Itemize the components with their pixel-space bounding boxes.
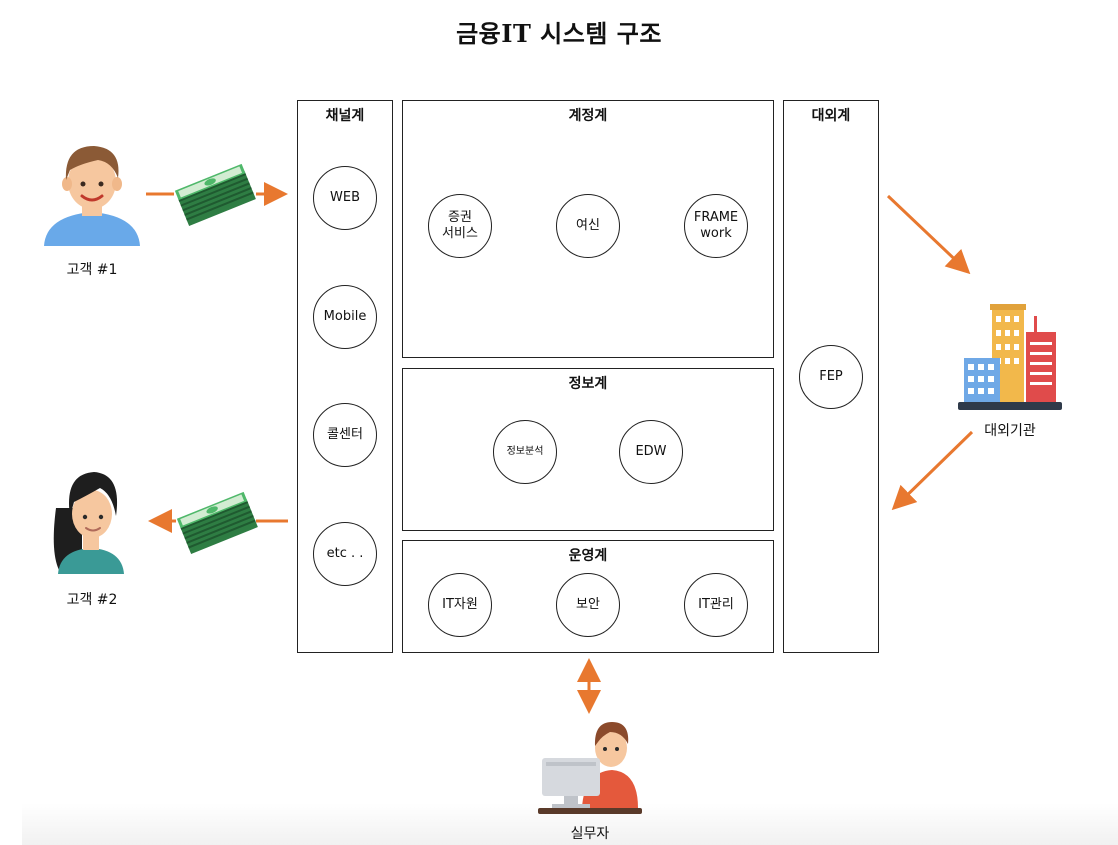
external-tier-title: 대외계 (811, 108, 851, 124)
account-tier-title: 계정계 (568, 108, 608, 124)
info-tier-box: 정보계 (402, 368, 774, 531)
arrow-to-institution (886, 194, 971, 275)
node-it-management: IT관리 (684, 573, 748, 637)
customer2-label: 고객 #2 (66, 592, 118, 608)
node-framework: FRAME work (684, 194, 748, 258)
node-loan: 여신 (556, 194, 620, 258)
node-fep: FEP (799, 345, 863, 409)
channel-tier-title: 채널계 (325, 108, 365, 124)
node-it-resource: IT자원 (428, 573, 492, 637)
money-stack-icon (174, 163, 256, 227)
node-security: 보안 (556, 573, 620, 637)
node-securities-service: 증권 서비스 (428, 194, 492, 258)
node-call-center: 콜센터 (313, 403, 377, 467)
man-icon (44, 146, 140, 246)
customer1-label: 고객 #1 (66, 262, 118, 278)
node-edw: EDW (619, 420, 683, 484)
arrow-from-institution (891, 430, 974, 511)
building-icon (958, 304, 1062, 410)
operation-tier-title: 운영계 (568, 548, 608, 564)
node-info-analysis: 정보분석 (493, 420, 557, 484)
woman-icon (53, 472, 124, 574)
worker-icon (538, 722, 642, 814)
page-title: 금융IT 시스템 구조 (456, 19, 662, 48)
node-mobile: Mobile (313, 285, 377, 349)
staff-label: 실무자 (570, 826, 610, 842)
node-etc: etc . . (313, 522, 377, 586)
money-stack-icon (176, 491, 258, 555)
institution-label: 대외기관 (984, 423, 1036, 439)
node-web: WEB (313, 166, 377, 230)
info-tier-title: 정보계 (568, 376, 608, 392)
